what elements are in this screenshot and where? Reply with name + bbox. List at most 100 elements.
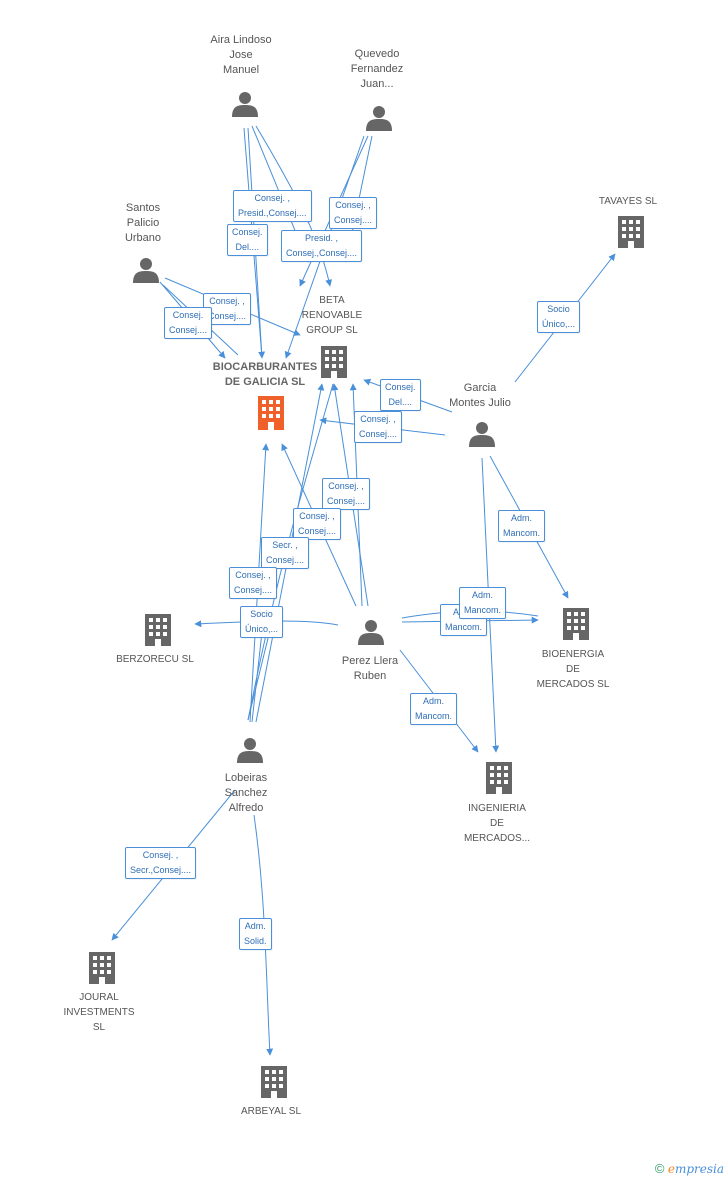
node-label-biocarburantes[interactable]: BIOCARBURANTES DE GALICIA SL: [205, 360, 325, 390]
node-label-garcia[interactable]: Garcia Montes Julio: [430, 381, 530, 411]
node-label-santos[interactable]: Santos Palicio Urbano: [93, 201, 193, 246]
edge-label-line: Consej. ,: [299, 511, 335, 521]
node-label-line: Manuel: [222, 64, 260, 76]
edge-label-line: Consej.: [385, 382, 416, 392]
node-label-line: BERZORECU SL: [116, 654, 194, 665]
node-label-line: RENOVABLE: [301, 310, 363, 321]
node-label-line: MERCADOS...: [463, 833, 531, 844]
edge-label[interactable]: Presid. , Consej.,Consej....: [281, 230, 363, 262]
edge-label-line: Adm.: [244, 921, 266, 931]
edge-label-line: Consej.,Consej....: [286, 248, 358, 258]
node-label-beta[interactable]: BETA RENOVABLE GROUP SL: [282, 293, 382, 338]
node-label-ingenieria[interactable]: INGENIERIA DE MERCADOS...: [447, 801, 547, 846]
edge-label[interactable]: Socio Único,...: [537, 301, 581, 333]
edge-label[interactable]: Adm. Mancom.: [410, 693, 458, 725]
node-label-line: Palicio: [126, 217, 160, 229]
node-label-line: BETA: [319, 295, 345, 306]
node-label-arbeyal[interactable]: ARBEYAL SL: [221, 1104, 321, 1119]
node-label-line: Aira Lindoso: [210, 34, 272, 46]
node-label-line: Perez Llera: [341, 655, 399, 667]
node-label-line: INVESTMENTS: [63, 1007, 135, 1018]
node-label-line: DE: [490, 818, 504, 829]
edge-label-line: Consej....: [208, 311, 247, 321]
copyright-symbol: ©: [654, 1161, 665, 1176]
node-label-line: Quevedo: [354, 48, 400, 60]
edge-label-line: Secr. ,: [272, 540, 298, 550]
person-icon: [469, 422, 495, 447]
edge-label[interactable]: Consej. , Secr.,Consej....: [125, 847, 197, 879]
node-label-line: SL: [92, 1022, 106, 1033]
edge-label-line: Consej. ,: [360, 414, 396, 424]
edge-label-line: Consej....: [298, 526, 337, 536]
node-label-line: ARBEYAL SL: [240, 1106, 302, 1117]
edge-label-line: Consej. ,: [235, 570, 271, 580]
edge-label[interactable]: Consej. Consej....: [164, 307, 213, 339]
building-icon: [563, 608, 589, 640]
edge-label[interactable]: Adm. Mancom.: [498, 510, 546, 542]
edge-label-line: Único,...: [542, 319, 576, 329]
building-icon: [618, 216, 644, 248]
edge-label-line: Adm.: [423, 696, 445, 706]
edge-label[interactable]: Adm. Mancom.: [459, 587, 507, 619]
edge-label-line: Presid. ,: [305, 233, 339, 243]
edge-label[interactable]: Socio Único,...: [240, 606, 284, 638]
edge-label[interactable]: Consej. , Consej....: [229, 567, 278, 599]
person-icon: [366, 106, 392, 131]
building-icon: [145, 614, 171, 646]
node-label-perez[interactable]: Perez Llera Ruben: [320, 654, 420, 684]
node-label-line: BIOENERGIA: [541, 649, 605, 660]
edge-label[interactable]: Consej. , Consej....: [322, 478, 371, 510]
edge-label-line: Consej. ,: [142, 850, 179, 860]
edge-label-line: Presid.,Consej....: [238, 208, 307, 218]
edge-label[interactable]: Adm. Solid.: [239, 918, 272, 950]
edge-label-line: Socio: [547, 304, 570, 314]
edge-label-line: Consej.: [172, 310, 204, 320]
node-label-line: Lobeiras: [224, 772, 268, 784]
node-label-line: TAVAYES SL: [598, 196, 658, 207]
edge-label-line: Mancom.: [445, 622, 483, 632]
node-label-line: DE: [566, 664, 580, 675]
edge-label-line: Del....: [388, 397, 413, 407]
edge-label-line: Mancom.: [503, 528, 541, 538]
person-icon: [358, 620, 384, 645]
node-label-joural[interactable]: JOURAL INVESTMENTS SL: [49, 990, 149, 1035]
building-icon: [89, 952, 115, 984]
edges: [111, 125, 616, 1056]
edge-label[interactable]: Consej. Del....: [227, 224, 268, 256]
node-label-line: Urbano: [124, 232, 162, 244]
node-label-line: Sanchez: [224, 787, 268, 799]
edge-label-line: Consej.: [232, 227, 263, 237]
edge-label[interactable]: Secr. , Consej....: [261, 537, 310, 569]
person-icons: [133, 92, 495, 763]
edge-label-line: Consej. ,: [328, 481, 364, 491]
edge-label-line: Socio: [250, 609, 273, 619]
node-label-bioenergia[interactable]: BIOENERGIA DE MERCADOS SL: [523, 647, 623, 692]
node-label-line: INGENIERIA: [468, 803, 526, 814]
edge-label-line: Adm.: [511, 513, 533, 523]
brand-logo-text: mpresia: [674, 1162, 724, 1176]
edge-label[interactable]: Consej. , Consej....: [293, 508, 342, 540]
person-icon: [133, 258, 159, 283]
edge-lob-beta-2: [247, 383, 334, 721]
building-icon: [321, 346, 347, 378]
edge-label[interactable]: Consej. , Presid.,Consej....: [233, 190, 312, 222]
node-label-line: Juan...: [360, 78, 394, 90]
node-label-quevedo[interactable]: Quevedo Fernandez Juan...: [327, 47, 427, 92]
building-icon-main: [258, 396, 284, 430]
edge-label-line: Solid.: [244, 936, 267, 946]
edge-label[interactable]: Consej. Del....: [380, 379, 421, 411]
node-label-lobeiras[interactable]: Lobeiras Sanchez Alfredo: [196, 771, 296, 816]
node-label-line: Fernandez: [350, 63, 404, 75]
node-label-tavayes[interactable]: TAVAYES SL: [578, 194, 678, 209]
edge-label[interactable]: Consej. , Consej....: [329, 197, 378, 229]
node-label-berzorecu[interactable]: BERZORECU SL: [105, 652, 205, 667]
node-label-line: Alfredo: [228, 802, 264, 814]
edge-label-line: Mancom.: [415, 711, 453, 721]
edge-label-line: Consej. ,: [335, 200, 371, 210]
node-label-line: Santos: [125, 202, 161, 214]
node-label-line: JOURAL: [79, 992, 119, 1003]
edge-label-line: Mancom.: [464, 605, 502, 615]
edge-label[interactable]: Consej. , Consej....: [354, 411, 403, 443]
building-icons: [89, 216, 644, 1098]
node-label-aira[interactable]: Aira Lindoso Jose Manuel: [191, 33, 291, 78]
